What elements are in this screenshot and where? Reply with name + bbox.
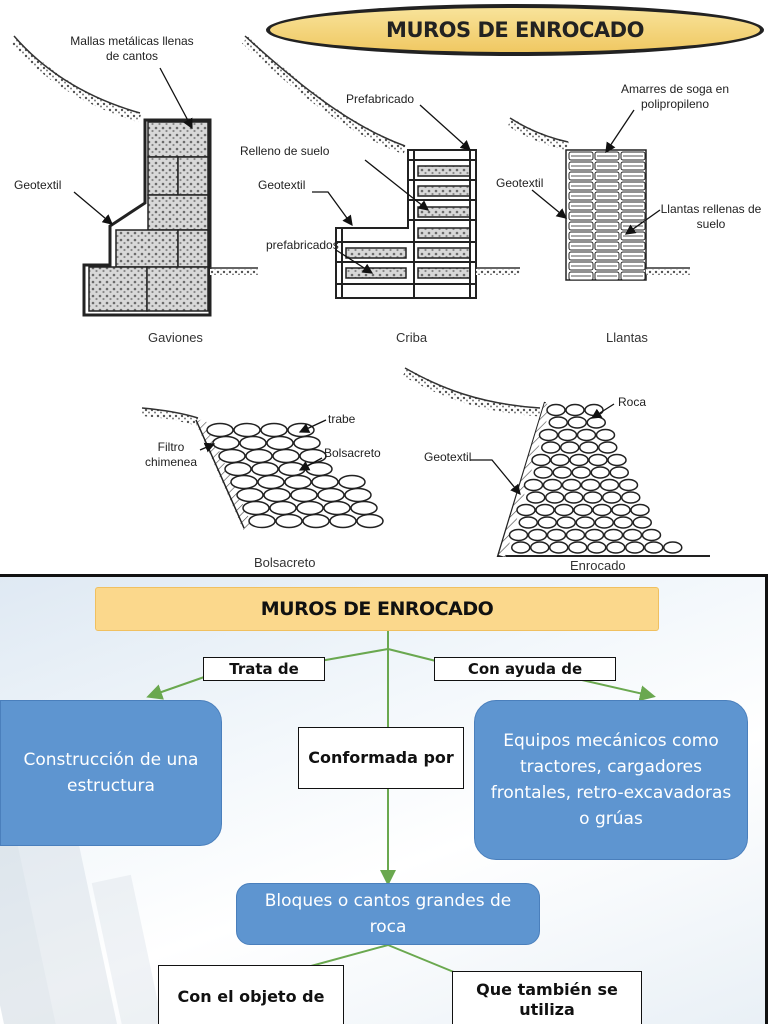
label-mallas: Mallas metálicas llenas de cantos (70, 34, 194, 63)
label-relleno: Relleno de suelo (240, 144, 330, 158)
label-geotextil-enrocado: Geotextil (424, 450, 472, 464)
concept-map-title: MUROS DE ENROCADO (95, 587, 659, 631)
label-roca: Roca (618, 395, 647, 409)
enrocado-figure (402, 367, 710, 558)
retaining-walls-illustration (10, 35, 710, 558)
background-decoration (0, 783, 169, 1024)
label-prefabricados: prefabricados (266, 238, 339, 252)
caption-enrocado: Enrocado (570, 558, 626, 573)
bolsacreto-figure (141, 407, 384, 531)
label-filtro: Filtro chimenea (144, 440, 198, 469)
caption-gaviones: Gaviones (148, 330, 203, 345)
label-trabe: trabe (328, 412, 356, 426)
label-geotextil-criba: Geotextil (258, 178, 306, 192)
link-que-tambien-se-utiliza: Que también se utiliza (452, 971, 642, 1024)
label-geotextil-gaviones: Geotextil (14, 178, 62, 192)
criba-figure (241, 35, 520, 299)
label-llantas-rellenas: Llantas rellenas de suelo (660, 202, 762, 231)
caption-bolsacreto: Bolsacreto (254, 555, 316, 570)
gaviones-figure (10, 35, 258, 317)
node-construccion: Construcción de una estructura (0, 700, 222, 846)
llantas-figure (507, 109, 690, 281)
page-title-banner: MUROS DE ENROCADO (266, 4, 764, 56)
node-bloques: Bloques o cantos grandes de roca (236, 883, 540, 945)
label-amarres: Amarres de soga en polipropileno (620, 82, 730, 111)
link-con-el-objeto-de: Con el objeto de (158, 965, 344, 1024)
caption-llantas: Llantas (606, 330, 648, 345)
link-con-ayuda-de: Con ayuda de (434, 657, 616, 681)
link-conformada-por: Conformada por (298, 727, 464, 789)
link-trata-de: Trata de (203, 657, 325, 681)
label-bolsacreto: Bolsacreto (324, 446, 381, 460)
label-geotextil-llantas: Geotextil (496, 176, 544, 190)
node-equipos: Equipos mecánicos como tractores, cargad… (474, 700, 748, 860)
concept-map-panel: MUROS DE ENROCADO Trata de Con ayuda de … (0, 574, 768, 1024)
label-prefabricado: Prefabricado (346, 92, 415, 106)
caption-criba: Criba (396, 330, 428, 345)
